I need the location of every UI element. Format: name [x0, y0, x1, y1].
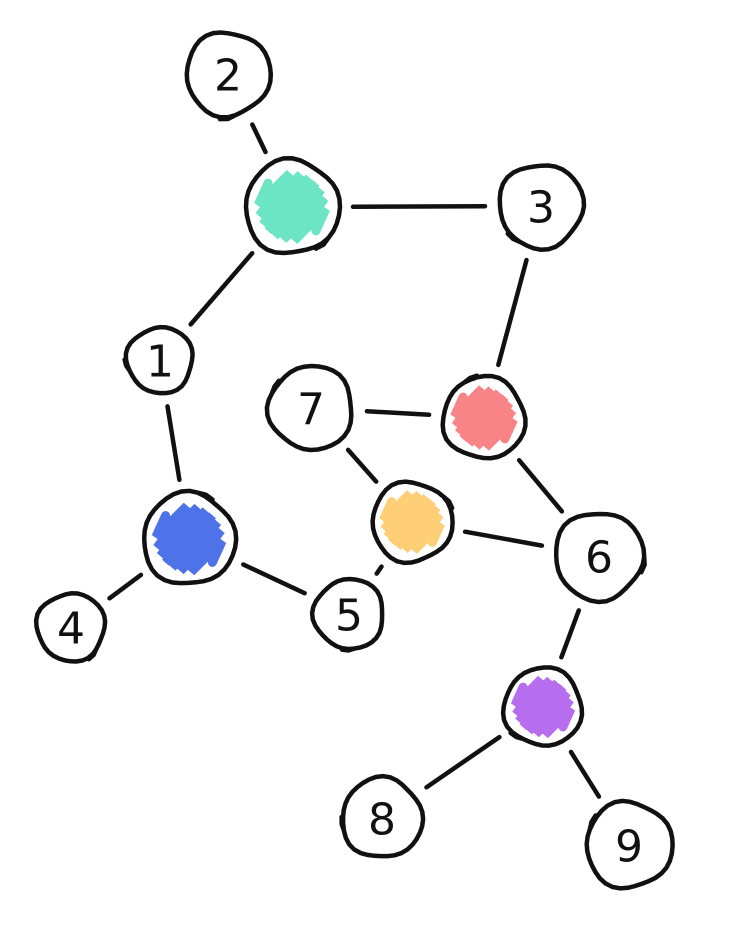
node-purple	[500, 665, 585, 748]
edge-n3-red	[496, 257, 529, 368]
node-n4: 4	[33, 591, 108, 664]
node-n1: 1	[122, 324, 195, 396]
edge-teal-n3	[350, 203, 488, 210]
edge-teal-n1	[188, 250, 255, 327]
node-label-n2: 2	[214, 51, 242, 102]
node-ring-n7	[264, 363, 354, 453]
node-ring-purple	[500, 665, 585, 748]
edge-red-n6	[516, 458, 565, 514]
node-n7: 7	[264, 363, 354, 453]
node-ring-n6	[553, 511, 647, 605]
node-ring-n3	[497, 163, 587, 252]
node-n2: 2	[184, 30, 274, 122]
node-ring-blue	[141, 488, 239, 586]
node-ring-n4	[33, 591, 108, 664]
node-fill-blue	[151, 502, 227, 576]
node-n3: 3	[497, 163, 587, 252]
edge-n5-orange	[374, 564, 384, 576]
edge-n1-blue	[165, 404, 182, 483]
node-ring-n9	[584, 798, 675, 891]
node-label-n3: 3	[527, 183, 555, 234]
node-ring-n8	[339, 773, 426, 859]
nodes-layer: 2 3 1 7 6 4 5 8 9	[33, 30, 675, 891]
node-ring-teal	[243, 156, 343, 256]
node-red	[440, 373, 528, 461]
node-n8: 8	[339, 773, 426, 859]
node-label-n1: 1	[146, 337, 174, 388]
node-label-n7: 7	[297, 385, 325, 436]
node-label-n4: 4	[57, 604, 85, 655]
node-n9: 9	[584, 798, 675, 891]
edge-orange-n6	[462, 529, 545, 548]
node-label-n8: 8	[368, 795, 396, 846]
edge-n6-purple	[559, 608, 582, 660]
edge-blue-n5	[241, 562, 307, 596]
edge-purple-n9	[568, 749, 602, 799]
node-teal	[243, 156, 343, 256]
node-ring-n5	[309, 576, 385, 653]
edge-n7-orange	[345, 447, 379, 484]
edge-blue-n4	[107, 572, 144, 601]
node-orange	[370, 479, 455, 566]
node-fill-red	[450, 385, 518, 451]
node-fill-orange	[379, 490, 445, 554]
node-fill-purple	[510, 675, 576, 739]
node-label-n9: 9	[615, 822, 643, 873]
node-ring-n1	[122, 324, 195, 396]
node-n6: 6	[553, 511, 647, 605]
edge-n2-teal	[250, 122, 268, 155]
node-blue	[141, 488, 239, 586]
node-ring-red	[440, 373, 528, 461]
node-fill-teal	[254, 170, 330, 244]
node-ring-orange	[370, 479, 455, 566]
edge-purple-n8	[424, 734, 502, 790]
node-n5: 5	[309, 576, 385, 653]
node-label-n6: 6	[585, 533, 613, 584]
edge-n7-red	[364, 408, 432, 418]
edges-layer	[107, 122, 602, 799]
node-label-n5: 5	[335, 591, 363, 642]
node-ring-n2	[184, 30, 274, 122]
